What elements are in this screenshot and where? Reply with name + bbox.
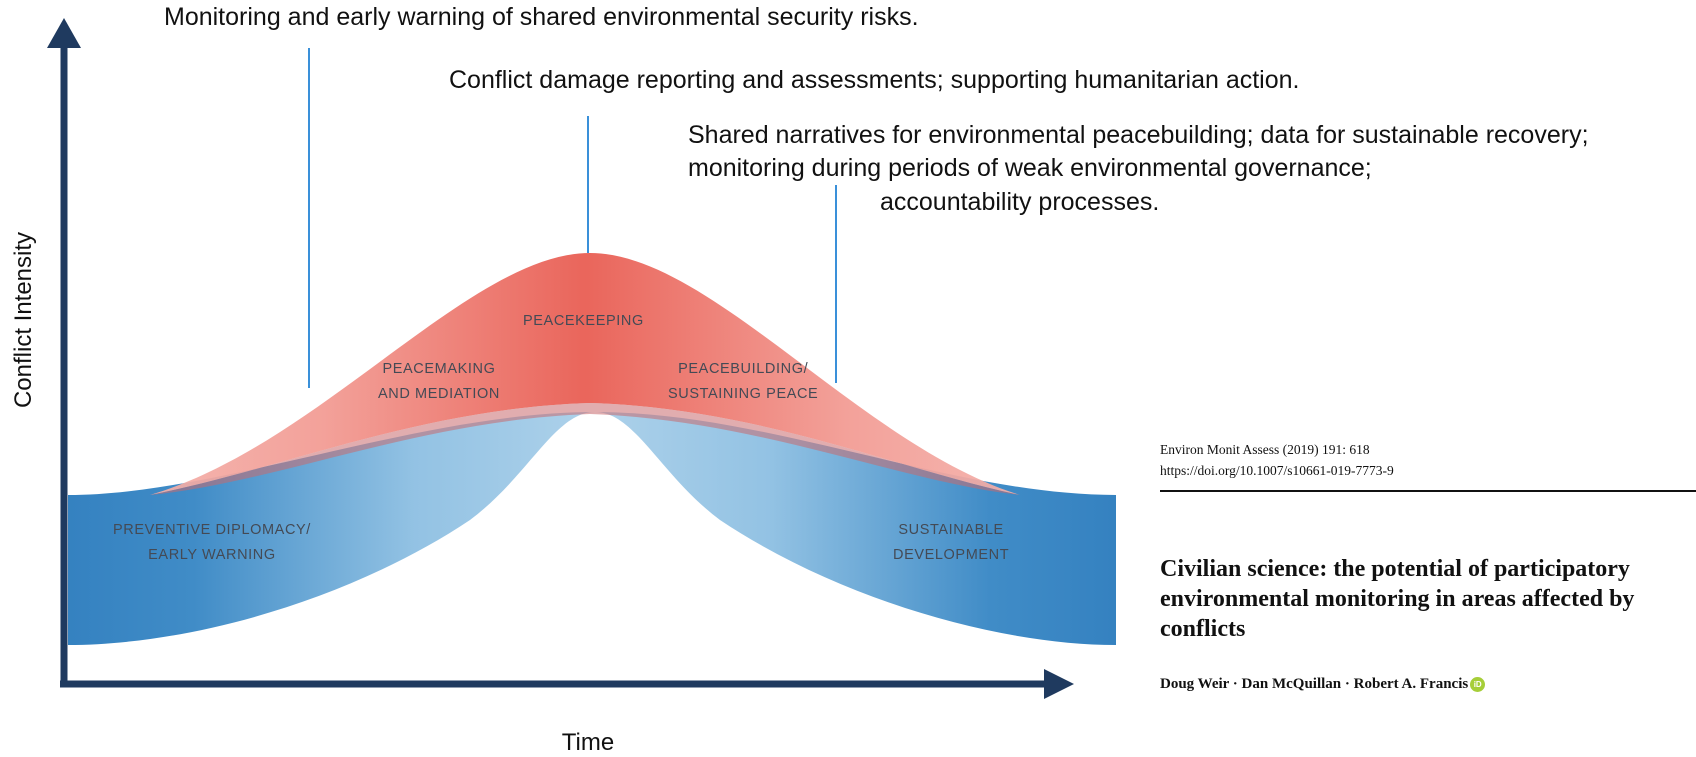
annotation-early-warning: Monitoring and early warning of shared e… [164,3,919,31]
stability-band [68,412,1116,645]
orcid-icon[interactable]: iD [1470,677,1486,693]
phase-label-sustainable: SUSTAINABLE DEVELOPMENT [893,518,1009,568]
phase-label-peacebuilding-line1: PEACEBUILDING/ [678,361,809,377]
journal-citation: Environ Monit Assess (2019) 191: 618 [1160,442,1370,457]
paper-title-line2: environmental monitoring in areas affect… [1160,586,1635,612]
header-rule [1160,490,1696,492]
paper-title: Civilian science: the potential of parti… [1160,554,1634,644]
phase-label-peacekeeping: PEACEKEEPING [523,309,644,334]
phase-label-preventive-line1: PREVENTIVE DIPLOMACY/ [113,522,311,538]
phase-label-sustainable-line1: SUSTAINABLE [898,522,1004,538]
phase-label-peacemaking: PEACEMAKING AND MEDIATION [378,357,500,407]
phase-label-preventive: PREVENTIVE DIPLOMACY/ EARLY WARNING [113,518,311,568]
y-axis-label: Conflict Intensity [10,231,37,409]
phase-label-preventive-line2: EARLY WARNING [148,547,276,563]
phase-label-peacebuilding: PEACEBUILDING/ SUSTAINING PEACE [668,357,818,407]
annotation-narratives-line1: Shared narratives for environmental peac… [688,121,1589,149]
paper-title-line3: conflicts [1160,616,1246,642]
phase-label-sustainable-line2: DEVELOPMENT [893,547,1010,563]
paper-title-line1: Civilian science: the potential of parti… [1160,556,1630,582]
conflict-band [150,253,1020,495]
annotation-conflict-damage: Conflict damage reporting and assessment… [449,66,1300,94]
annotation-narratives-line2: monitoring during periods of weak enviro… [688,154,1372,182]
phase-label-peacebuilding-line2: SUSTAINING PEACE [668,386,819,402]
authors-text: Doug Weir · Dan McQuillan · Robert A. Fr… [1160,676,1469,692]
overlap-ridge [150,403,1020,495]
x-axis-arrowhead [1044,669,1074,699]
doi-link[interactable]: https://doi.org/10.1007/s10661-019-7773-… [1160,463,1394,478]
y-axis-arrowhead [47,18,81,48]
phase-label-peacemaking-line1: PEACEMAKING [382,361,496,377]
author-list: Doug Weir · Dan McQuillan · Robert A. Fr… [1160,676,1486,693]
phase-label-peacemaking-line2: AND MEDIATION [378,386,500,402]
phase-label-peacekeeping-text: PEACEKEEPING [523,313,644,329]
annotation-narratives-line3: accountability processes. [880,188,1160,216]
x-axis-label: Time [561,729,615,756]
